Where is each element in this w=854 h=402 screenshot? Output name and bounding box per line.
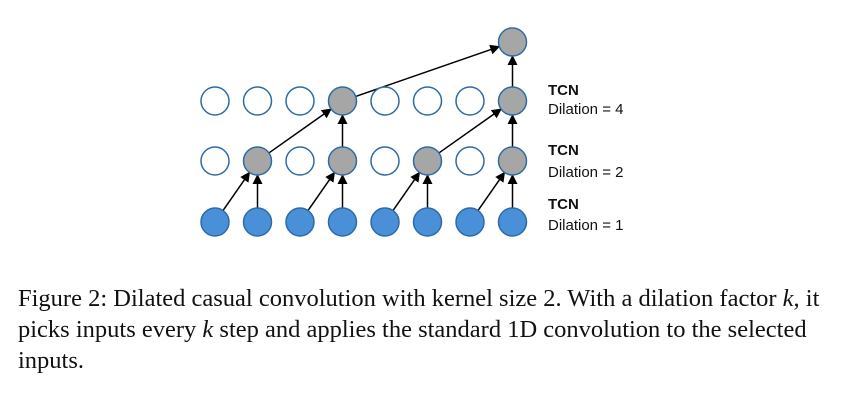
empty-node — [412, 86, 443, 116]
input-node — [412, 207, 443, 237]
caption-var-k: k — [202, 316, 214, 343]
active-node — [412, 146, 443, 176]
label-title: TCN — [548, 142, 579, 159]
empty-node — [370, 146, 400, 176]
connection-arrow — [268, 108, 332, 154]
active-node — [327, 146, 358, 176]
empty-node — [370, 86, 400, 116]
connection-arrow — [477, 171, 506, 211]
input-node — [285, 207, 315, 237]
label-title: TCN — [548, 82, 579, 99]
empty-node — [285, 86, 315, 116]
input-node — [497, 207, 528, 237]
label-dilation-4: TCN Dilation = 4 — [548, 82, 623, 118]
input-node — [200, 207, 230, 237]
active-node — [242, 146, 273, 176]
caption-text-1: Figure 2: Dilated casual convolution wit… — [18, 285, 783, 312]
empty-node — [242, 86, 273, 116]
caption-var-k: k — [782, 285, 794, 312]
input-node — [455, 207, 485, 237]
label-subtitle: Dilation = 4 — [548, 101, 623, 118]
input-node — [327, 207, 358, 237]
input-node — [370, 207, 400, 237]
empty-node — [455, 86, 485, 116]
label-dilation-2: TCN Dilation = 2 — [548, 142, 623, 181]
dilated-convolution-diagram: TCN Dilation = 4 TCN Dilation = 2 TCN Di… — [200, 27, 623, 237]
active-node — [497, 86, 528, 116]
label-subtitle: Dilation = 1 — [548, 217, 623, 234]
figure-caption: Figure 2: Dilated casual convolution wit… — [18, 283, 840, 376]
active-node — [327, 86, 358, 116]
empty-node — [200, 146, 230, 176]
caption-text-3: step and applies the standard 1D convolu… — [18, 316, 807, 374]
empty-node — [200, 86, 230, 116]
output-node — [497, 27, 528, 57]
input-node — [242, 207, 273, 237]
label-title: TCN — [548, 196, 579, 213]
label-dilation-1: TCN Dilation = 1 — [548, 196, 623, 234]
connection-arrow — [222, 171, 251, 211]
active-node — [497, 146, 528, 176]
caption-text-2: , it picks inputs every — [18, 285, 820, 343]
label-subtitle: Dilation = 2 — [548, 164, 623, 181]
connection-arrow — [392, 171, 421, 211]
nodes-layer — [200, 27, 528, 237]
arrows-layer — [222, 44, 518, 211]
connection-arrow — [307, 171, 336, 211]
empty-node — [455, 146, 485, 176]
empty-node — [285, 146, 315, 176]
connection-arrow — [438, 108, 502, 154]
